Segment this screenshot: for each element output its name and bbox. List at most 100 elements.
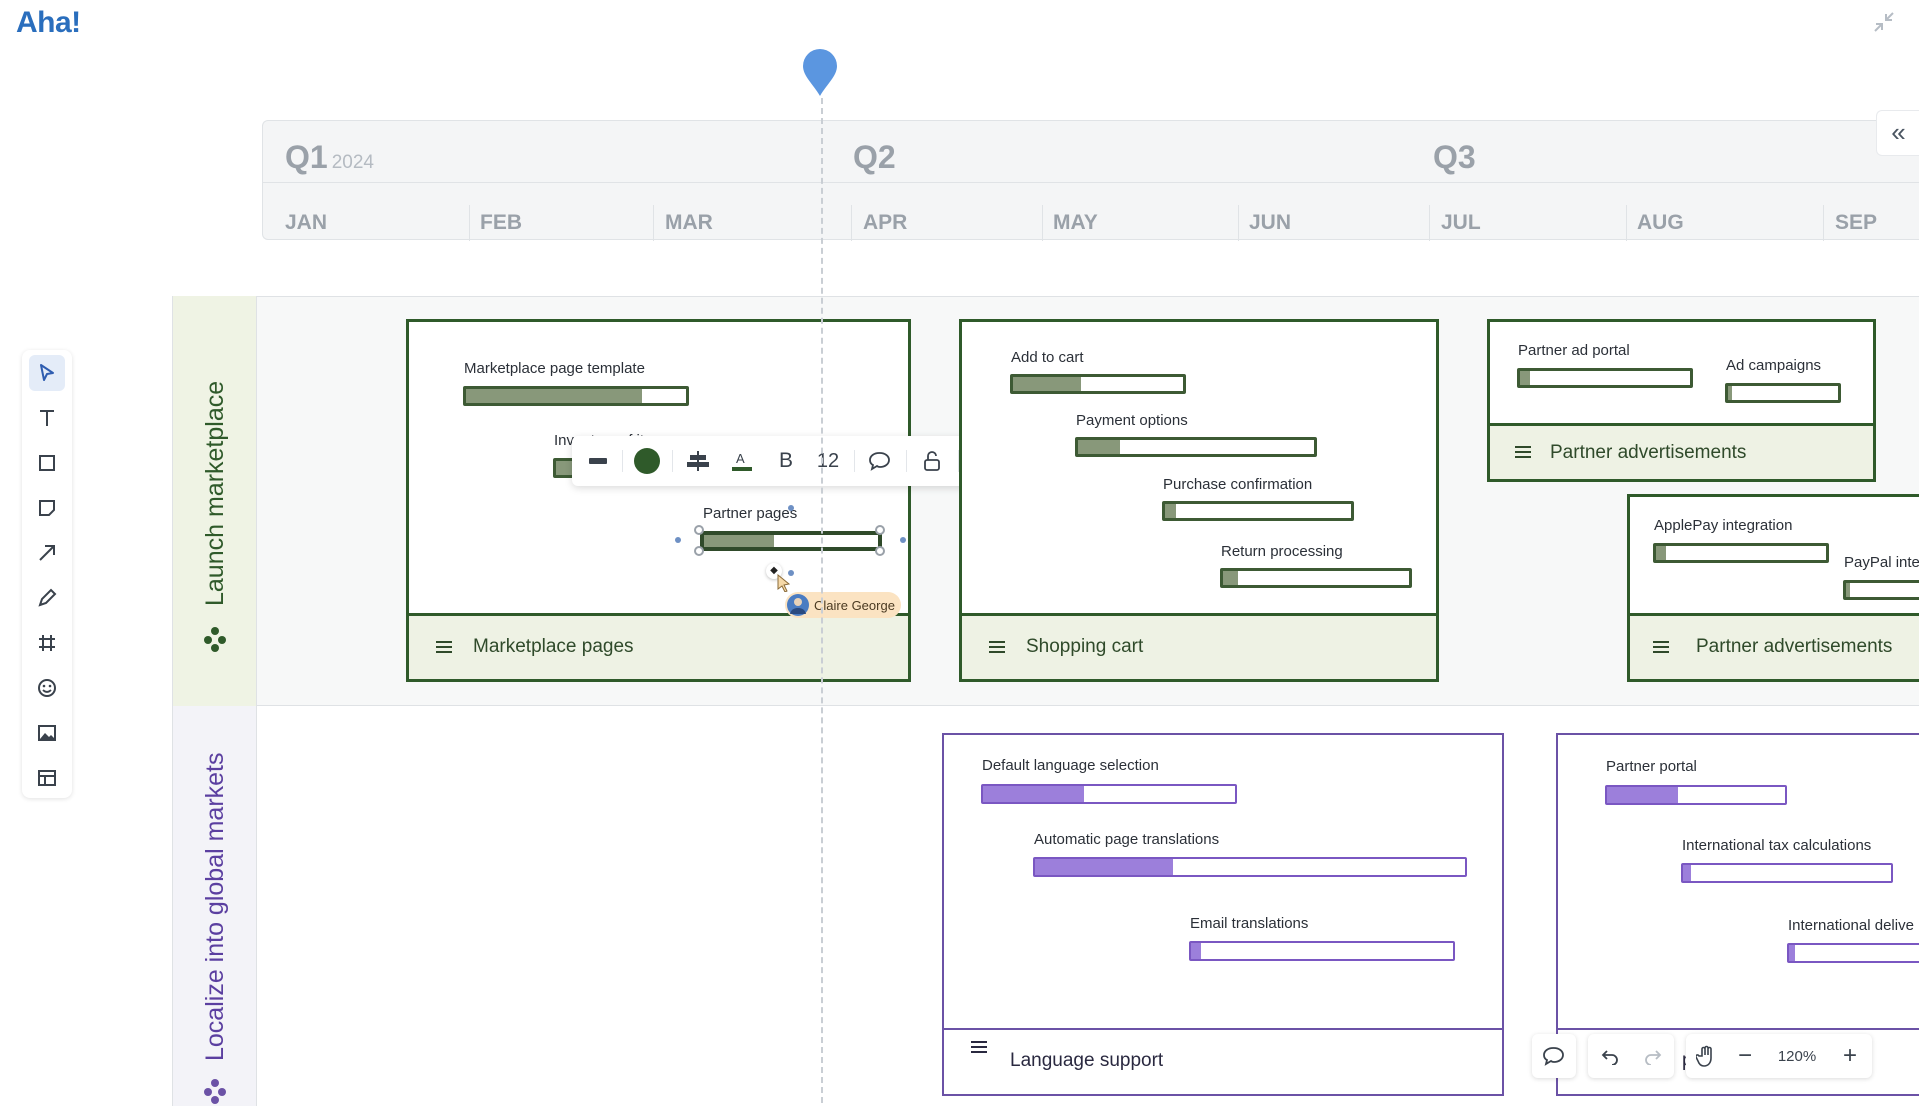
template-tool-icon[interactable] — [29, 760, 65, 796]
text-color-icon[interactable]: A — [722, 436, 762, 486]
minimize-icon[interactable] — [1872, 10, 1896, 34]
menu-icon — [970, 1040, 988, 1054]
feature-bar[interactable] — [1010, 374, 1186, 394]
align-icon[interactable] — [678, 436, 718, 486]
resize-handle[interactable] — [875, 546, 885, 556]
month-label: APR — [863, 211, 908, 234]
month-label: SEP — [1835, 211, 1878, 234]
box-footer[interactable]: Shopping cart — [962, 613, 1436, 679]
feature-bar[interactable] — [1653, 543, 1829, 563]
lane-header[interactable]: Localize into global markets — [172, 706, 257, 1106]
month-label: JAN — [285, 211, 328, 234]
feature-bar[interactable] — [1075, 437, 1317, 457]
frame-tool-icon[interactable] — [29, 625, 65, 661]
resize-handle[interactable] — [694, 525, 704, 535]
feature-bar[interactable] — [1033, 857, 1467, 877]
rectangle-tool-icon[interactable] — [29, 445, 65, 481]
lane-header[interactable]: Launch marketplace — [172, 296, 257, 706]
color-picker-button[interactable] — [628, 436, 666, 486]
feature-group-language-support[interactable]: Default language selection Automatic pag… — [942, 733, 1504, 1096]
comment-icon[interactable] — [860, 436, 900, 486]
month-label: MAR — [665, 211, 713, 234]
month-label: FEB — [480, 211, 522, 234]
box-footer[interactable]: Language support — [944, 1028, 1502, 1094]
month-label: AUG — [1637, 211, 1684, 234]
feature-group-marketplace-pages[interactable]: Marketplace page template Inventory of i… — [406, 319, 911, 682]
feature-bar-selected[interactable] — [700, 531, 882, 551]
feature-label: Return processing — [1221, 543, 1343, 560]
connector-dot[interactable] — [788, 570, 794, 576]
connector-dot[interactable] — [788, 505, 794, 511]
select-tool-icon[interactable] — [29, 355, 65, 391]
resize-handle[interactable] — [694, 546, 704, 556]
image-tool-icon[interactable] — [29, 715, 65, 751]
footer-label: Partner advertisements — [1550, 442, 1747, 463]
feature-bar[interactable] — [1843, 580, 1919, 600]
menu-icon — [435, 640, 453, 654]
sticky-note-tool-icon[interactable] — [29, 490, 65, 526]
lane-title: Localize into global markets — [201, 752, 229, 1062]
feature-bar[interactable] — [981, 784, 1237, 804]
zoom-group: − 120% + — [1686, 1034, 1872, 1078]
feature-bar[interactable] — [1725, 383, 1841, 403]
feature-bar[interactable] — [1681, 863, 1893, 883]
connector-dot[interactable] — [900, 537, 906, 543]
format-toolbar: A B 12 ··· — [572, 436, 1008, 486]
feature-bar[interactable] — [1787, 943, 1919, 963]
feature-bar[interactable] — [1605, 785, 1787, 805]
redo-icon[interactable] — [1631, 1034, 1674, 1078]
history-group — [1588, 1034, 1674, 1078]
feature-bar[interactable] — [1220, 568, 1412, 588]
feature-group-shopping-cart[interactable]: Add to cart Payment options Purchase con… — [959, 319, 1439, 682]
feature-label: Default language selection — [982, 757, 1159, 774]
hand-icon[interactable] — [1686, 1034, 1726, 1078]
hierarchy-icon — [203, 1078, 227, 1104]
font-size-select[interactable]: 12 — [816, 449, 840, 472]
zoom-level[interactable]: 120% — [1777, 1047, 1817, 1065]
pencil-tool-icon[interactable] — [29, 580, 65, 616]
feature-label: Partner portal — [1606, 758, 1697, 775]
today-marker-icon[interactable] — [801, 48, 839, 98]
feature-bar[interactable] — [463, 386, 689, 406]
feature-bar[interactable] — [1189, 941, 1455, 961]
quarter-label: Q2 — [853, 139, 896, 175]
feature-label: Email translations — [1190, 915, 1309, 932]
feature-label: ApplePay integration — [1654, 517, 1793, 534]
feature-group-partner-advertisements[interactable]: Partner ad portal Ad campaigns Partner a… — [1487, 319, 1876, 482]
zoom-in-button[interactable]: + — [1842, 1042, 1857, 1069]
today-line — [821, 98, 823, 1103]
feature-bar[interactable] — [1517, 368, 1693, 388]
aha-logo[interactable]: Aha! — [16, 6, 81, 39]
bold-button[interactable]: B — [778, 449, 793, 472]
box-footer[interactable]: Marketplace pages — [409, 613, 908, 679]
feature-label: International delive — [1788, 917, 1914, 934]
month-label: JUL — [1441, 211, 1481, 234]
connector-dot[interactable] — [675, 537, 681, 543]
feature-label: Partner ad portal — [1518, 342, 1630, 359]
feature-bar[interactable] — [1162, 501, 1354, 521]
box-footer[interactable]: Partner advertisements — [1490, 423, 1873, 479]
line-style-icon[interactable] — [580, 436, 616, 486]
feature-label: Purchase confirmation — [1163, 476, 1313, 493]
collaborator-name: Claire George — [814, 598, 895, 613]
arrow-tool-icon[interactable] — [29, 535, 65, 571]
collapse-panel-button[interactable]: « — [1876, 110, 1919, 156]
month-label: JUN — [1249, 211, 1292, 234]
footer-label: Shopping cart — [1026, 636, 1144, 657]
resize-handle[interactable] — [875, 525, 885, 535]
undo-icon[interactable] — [1588, 1034, 1631, 1078]
hierarchy-icon — [203, 626, 227, 652]
box-footer[interactable]: Partner advertisements — [1630, 613, 1919, 679]
unlock-icon[interactable] — [912, 436, 952, 486]
comments-button[interactable] — [1532, 1034, 1576, 1078]
text-tool-icon[interactable] — [29, 400, 65, 436]
comment-icon[interactable] — [1532, 1034, 1576, 1078]
menu-icon — [988, 640, 1006, 654]
feature-group-partner-advertisements-2[interactable]: ApplePay integration PayPal inte Partner… — [1627, 494, 1919, 682]
sticker-tool-icon[interactable] — [29, 670, 65, 706]
avatar — [787, 594, 809, 616]
feature-label: Partner pages — [703, 505, 798, 522]
zoom-out-button[interactable]: − — [1737, 1042, 1752, 1069]
